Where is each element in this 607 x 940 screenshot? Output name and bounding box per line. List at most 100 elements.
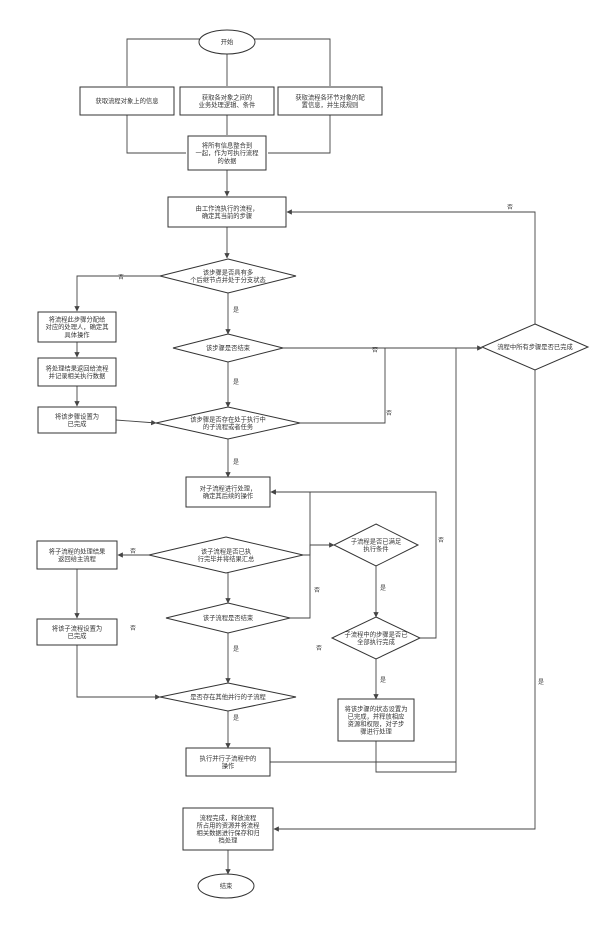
edge-label: 是	[233, 379, 239, 386]
node-label: 执行条件	[363, 544, 388, 553]
node-label: 获取各对象之间的	[202, 92, 252, 101]
node-label: 全部执行完成	[357, 637, 395, 646]
node-label: 该步骤是否结束	[206, 343, 251, 352]
node-label: 是否存在其他并行的子流程	[190, 692, 266, 701]
node-label: 将该步骤的状态设置为	[345, 704, 408, 713]
node-label: 所占用的资源并将流程	[197, 820, 261, 829]
flow-edge	[271, 492, 310, 555]
node-exec2: 对子流程进行处理，确定其后续的操作	[186, 477, 270, 507]
edge-label: 否	[130, 625, 136, 632]
node-label: 将流程此步骤分配给	[49, 315, 106, 324]
node-d4: 该子流程是否已执行完毕并将结果汇总	[149, 537, 303, 573]
node-label: 档处理	[219, 836, 239, 845]
node-label: 一起，作为可执行流程	[196, 148, 260, 157]
node-label: 子流程是否已满足	[351, 536, 402, 545]
node-label: 该步骤是否具有多	[203, 267, 253, 276]
node-label: 相关数据进行保存和归	[197, 828, 260, 837]
edge-label: 否	[507, 204, 513, 211]
node-sub_left2: 将该子流程设置为已完成	[37, 619, 117, 645]
node-label: 返回给主流程	[58, 554, 96, 563]
node-label: 获取流程对象上的信息	[96, 96, 159, 105]
edge-label: 是	[380, 585, 386, 592]
node-label: 流程完成，释放流程	[200, 813, 257, 822]
node-d3: 该步骤是否存在处于执行中的子流程或者任务	[156, 407, 300, 439]
node-label: 子流程中的步骤是否已	[345, 629, 408, 638]
node-label: 业务处理逻辑、条件	[199, 100, 256, 109]
node-label: 的子流程或者任务	[203, 422, 254, 431]
node-label: 资源和权限，对子步	[348, 719, 405, 728]
node-label: 由工作流执行的流程，	[196, 203, 259, 212]
node-label: 置信息，并生成规则	[302, 100, 359, 109]
node-d2: 该步骤是否结束	[173, 334, 283, 362]
edge-label: 否	[118, 274, 124, 281]
edge-label: 是	[538, 679, 544, 686]
node-label: 个后继节点并处于分支状态	[190, 275, 266, 284]
node-left2: 将处理结果返回给流程并记录相关执行数据	[38, 358, 116, 386]
node-d_right: 流程中所有步骤是否已完成	[482, 324, 588, 370]
node-label: 具体操作	[64, 330, 90, 339]
node-d1: 该步骤是否具有多个后继节点并处于分支状态	[160, 259, 296, 293]
node-label: 流程中所有步骤是否已完成	[497, 342, 573, 351]
node-label: 获取流程各环节对象的配	[295, 92, 365, 101]
edge-label: 是	[233, 715, 239, 722]
flow-edge	[300, 348, 385, 423]
node-left3: 将该步骤设置为已完成	[38, 407, 116, 433]
node-label: 并记录相关执行数据	[49, 371, 106, 380]
node-label: 确定其后续的操作	[203, 491, 254, 500]
node-label: 将所有信息整合到	[202, 141, 252, 150]
edge-label: 否	[130, 548, 136, 555]
node-d8: 子流程中的步骤是否已全部执行完成	[332, 617, 420, 659]
node-label: 该步骤是否存在处于执行中	[190, 414, 266, 423]
node-d5: 该子流程是否结束	[166, 603, 290, 633]
edge-label: 否	[438, 537, 444, 544]
node-final: 流程完成，释放流程所占用的资源并将流程相关数据进行保存和归档处理	[183, 808, 273, 850]
node-label: 将子流程的处理结果	[49, 546, 106, 555]
node-d6: 是否存在其他并行的子流程	[160, 683, 296, 711]
node-label: 该子流程是否已执	[201, 546, 252, 555]
node-label: 开始	[221, 37, 234, 46]
node-label: 操作	[222, 761, 235, 770]
node-exec: 由工作流执行的流程，确定其当前的步骤	[168, 197, 286, 227]
node-label: 骤进行处理	[360, 727, 392, 736]
node-p2: 获取各对象之间的业务处理逻辑、条件	[180, 87, 274, 115]
edge-label: 是	[233, 459, 239, 466]
flowchart-nodes: 开始获取流程对象上的信息获取各对象之间的业务处理逻辑、条件获取流程各环节对象的配…	[37, 30, 588, 898]
node-label: 行完毕并将结果汇总	[198, 554, 255, 563]
node-d7: 子流程是否已满足执行条件	[334, 524, 418, 566]
node-proc_bottom: 执行并行子流程中的操作	[186, 748, 270, 776]
node-p3: 获取流程各环节对象的配置信息，并生成规则	[278, 87, 382, 115]
node-merge: 将所有信息整合到一起，作为可执行流程的依据	[188, 136, 266, 170]
edge-label: 否	[316, 645, 322, 652]
edge-label: 否	[386, 410, 392, 417]
edge-label: 否	[372, 347, 378, 354]
edge-label: 是	[380, 677, 386, 684]
flow-edge	[116, 420, 156, 423]
node-label: 将处理结果返回给流程	[46, 363, 110, 372]
flow-edge	[271, 492, 436, 638]
node-label: 已完成	[68, 419, 88, 428]
edge-label: 是	[233, 646, 239, 653]
node-label: 已完成	[68, 631, 88, 640]
flow-edge	[287, 212, 535, 324]
flowchart-edges	[77, 30, 535, 874]
node-label: 该子流程是否结束	[203, 613, 254, 622]
node-label: 执行并行子流程中的	[200, 753, 257, 762]
node-end: 结束	[198, 874, 254, 898]
node-label: 对应的处理人，确定其	[46, 322, 109, 331]
flow-edge	[77, 645, 160, 697]
node-label: 已完成，并释放相应	[348, 711, 405, 720]
node-start: 开始	[199, 30, 255, 54]
flow-edge	[77, 276, 160, 311]
node-p1: 获取流程对象上的信息	[80, 87, 174, 115]
node-label: 确定其当前的步骤	[202, 211, 252, 220]
node-left1: 将流程此步骤分配给对应的处理人，确定其具体操作	[38, 312, 116, 342]
node-label: 对子流程进行处理，	[200, 483, 257, 492]
node-sub_left1: 将子流程的处理结果返回给主流程	[37, 541, 117, 569]
edge-label: 是	[233, 307, 239, 314]
node-label: 的依据	[218, 156, 238, 165]
node-label: 结束	[220, 881, 233, 890]
flow-edge	[274, 370, 535, 829]
node-right_box: 将该步骤的状态设置为已完成，并释放相应资源和权限，对子步骤进行处理	[338, 699, 414, 741]
node-label: 将该步骤设置为	[55, 411, 99, 420]
